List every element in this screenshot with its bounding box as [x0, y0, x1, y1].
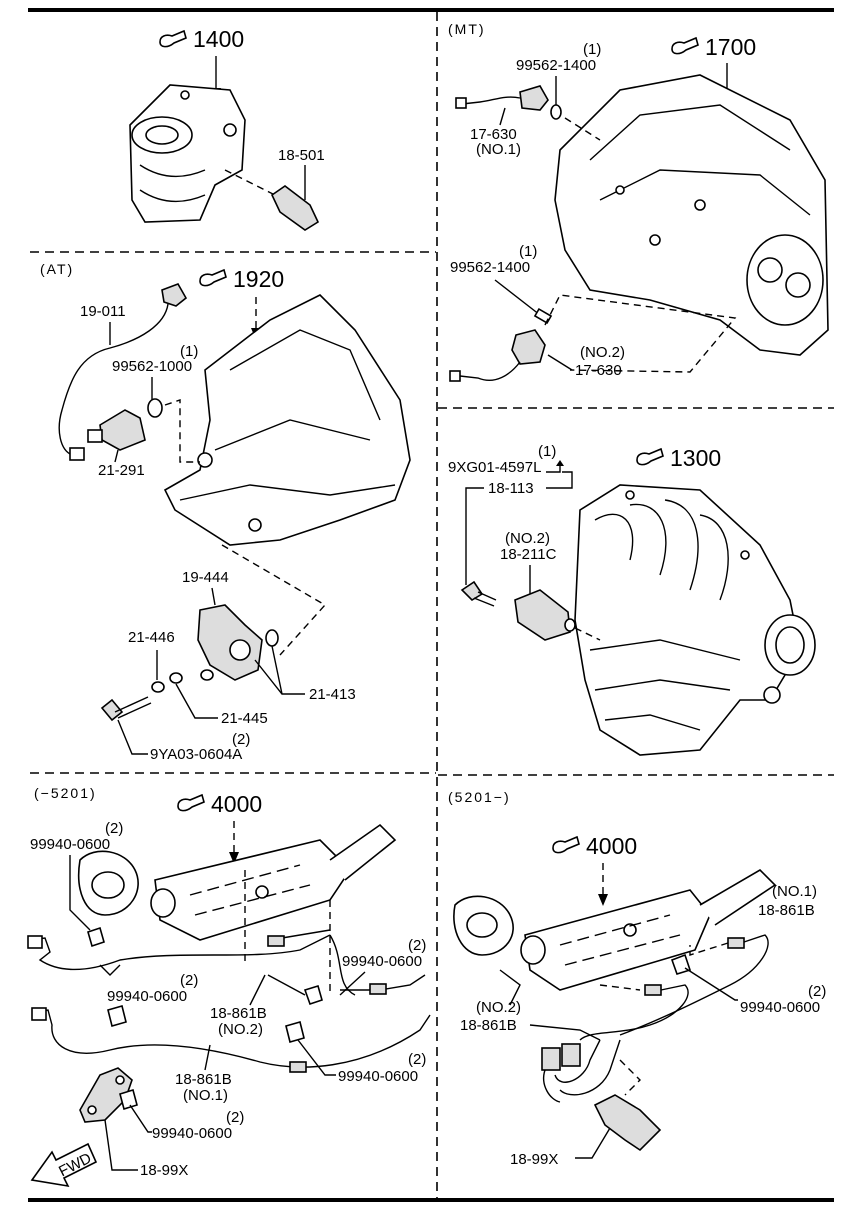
svg-text:(1): (1) [180, 343, 198, 360]
section-mt: (MT) [448, 21, 486, 37]
fwd-arrow-icon: FWD [30, 1142, 98, 1188]
label-17-630-a: 17-630 [470, 126, 517, 143]
sensor-21-291-part [99, 409, 146, 451]
svg-text:(2): (2) [808, 983, 826, 1000]
label-18-211c: 18-211C [500, 546, 557, 563]
catalytic-converter-right-part [524, 889, 711, 991]
label-18-99x-left: 18-99X [140, 1162, 188, 1179]
label-21-445: 21-445 [221, 710, 268, 727]
ref-4000-right: 4000 [586, 833, 637, 859]
o2-sensor-right-no2-part [579, 984, 689, 1041]
svg-text:(1): (1) [519, 243, 537, 260]
harness-19-011-part [58, 303, 169, 456]
label-9ya03-0604a: 9YA03-0604A [150, 746, 242, 763]
connector-right-b-part [561, 1043, 581, 1067]
reference-arrow-icon [177, 794, 205, 812]
svg-text:(1): (1) [583, 41, 601, 58]
label-99940-0600-e: 99940-0600 [152, 1125, 232, 1142]
ref-1920: 1920 [233, 266, 284, 292]
catalytic-converter-part [154, 839, 352, 941]
label-18-113: 18-113 [488, 480, 534, 497]
sensor-19-444-part [197, 604, 263, 681]
svg-text:(NO.1): (NO.1) [476, 141, 521, 158]
svg-text:(NO.2): (NO.2) [218, 1021, 263, 1038]
label-99940-0600-c: 99940-0600 [107, 988, 187, 1005]
panel-after-5201: (5201−) 4000 (NO.1) 18-861B (2) 99940-06… [448, 789, 826, 1168]
nut-99940-e-part [119, 1088, 138, 1111]
section-after-5201: (5201−) [448, 789, 511, 805]
label-99562-1400-a: 99562-1400 [516, 57, 596, 74]
label-99562-1400-b: 99562-1400 [450, 259, 530, 276]
svg-text:(2): (2) [408, 1051, 426, 1068]
label-18-861b-b: 18-861B [175, 1071, 232, 1088]
panel-1300: 1300 (1) 9XG01-4597L 18-113 (NO.2) 18-21… [448, 443, 816, 756]
svg-text:(NO.2): (NO.2) [505, 530, 550, 547]
label-99940-0600-right: 99940-0600 [740, 999, 820, 1016]
automatic-transmission-part [163, 294, 411, 546]
label-21-446: 21-446 [128, 629, 175, 646]
ref-1400: 1400 [193, 26, 244, 52]
label-99940-0600-b: 99940-0600 [342, 953, 422, 970]
label-99940-0600-d: 99940-0600 [338, 1068, 418, 1085]
sensor-18-211c-part [514, 589, 571, 641]
svg-text:(NO.2): (NO.2) [476, 999, 521, 1016]
label-19-444: 19-444 [182, 569, 229, 586]
svg-text:(2): (2) [105, 820, 123, 837]
nut-99940-d-part [285, 1021, 305, 1043]
ref-1300: 1300 [670, 445, 721, 471]
section-before-5201: (−5201) [34, 785, 97, 801]
switch-17-630-no2-part [511, 329, 546, 365]
o2-sensor-18-861b-no1-part [34, 1009, 431, 1068]
label-21-291: 21-291 [98, 462, 145, 479]
reference-arrow-icon [159, 30, 187, 48]
o2-sensor-18-861b-no2-part [29, 934, 331, 971]
connector-right-a-part [541, 1047, 561, 1071]
panel-at-1920: (AT) 1920 19-011 (1) 99562-1000 21-291 1… [40, 261, 411, 763]
svg-text:(NO.1): (NO.1) [772, 883, 817, 900]
label-18-861b-right-a: 18-861B [758, 902, 815, 919]
svg-text:(2): (2) [226, 1109, 244, 1126]
label-18-861b-right-b: 18-861B [460, 1017, 517, 1034]
label-18-501: 18-501 [278, 147, 325, 164]
bracket-18-99x-right-part [593, 1094, 662, 1152]
panel-mt-1700: (MT) 1700 (1) 99562-1400 17-630 (NO.1) (… [448, 21, 829, 382]
label-18-861b-a: 18-861B [210, 1005, 267, 1022]
nut-99940-right-part [670, 953, 692, 975]
sensor-18-501-part [270, 185, 320, 231]
intake-manifold-part [574, 484, 801, 756]
svg-text:(NO.1): (NO.1) [183, 1087, 228, 1104]
label-19-011: 19-011 [80, 303, 126, 320]
o2-sensor-right-no1-part [619, 934, 769, 1036]
reference-arrow-icon [636, 448, 664, 466]
label-17-630-b: 17-630 [575, 362, 622, 379]
ref-4000-left: 4000 [211, 791, 262, 817]
bolt-9ya03-part [100, 698, 124, 722]
svg-text:(2): (2) [408, 937, 426, 954]
svg-text:(1): (1) [538, 443, 556, 460]
nut-99940-b-part [303, 984, 323, 1006]
label-21-413: 21-413 [309, 686, 356, 703]
svg-text:(NO.2): (NO.2) [580, 344, 625, 361]
ref-1700: 1700 [705, 34, 756, 60]
svg-text:(2): (2) [180, 972, 198, 989]
label-18-99x-right: 18-99X [510, 1151, 558, 1168]
reference-arrow-icon [199, 269, 227, 287]
svg-text:(2): (2) [232, 731, 250, 748]
label-9xg01-4597l: 9XG01-4597L [448, 459, 541, 476]
engine-mount-part [129, 84, 246, 223]
nut-99940-c-part [107, 1005, 127, 1027]
label-99562-1000: 99562-1000 [112, 358, 192, 375]
label-99940-0600-a: 99940-0600 [30, 836, 110, 853]
panel-1400: 1400 18-501 [129, 26, 325, 231]
nut-99940-a-part [87, 926, 105, 948]
switch-17-630-no1-part [519, 85, 549, 111]
reference-arrow-icon [671, 37, 699, 55]
reference-arrow-icon [552, 836, 580, 854]
panel-before-5201: (−5201) 4000 (2) 99940-0600 (2) 99940-06… [27, 785, 431, 1188]
section-at: (AT) [40, 261, 74, 277]
bolt-18-113-part [460, 580, 484, 602]
